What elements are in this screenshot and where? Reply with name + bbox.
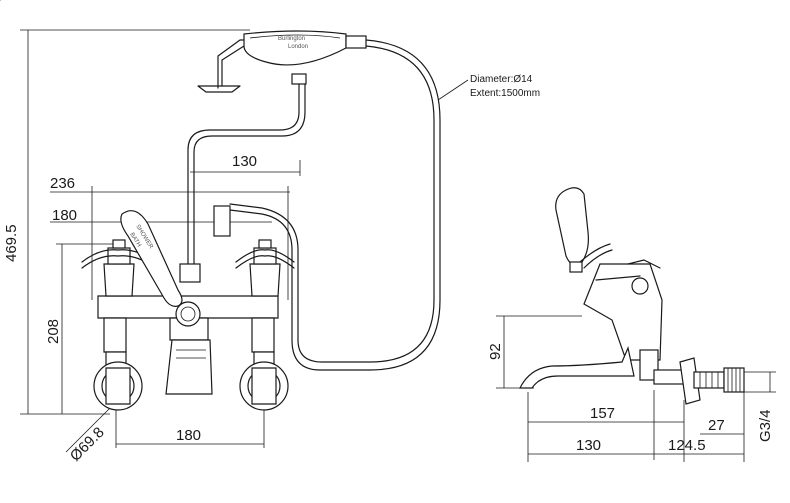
label-130-side: 130: [576, 437, 601, 454]
right-tap-handle: [235, 239, 295, 297]
dim-180-top: 180: [50, 207, 272, 224]
label-69-8: Ø69.8: [67, 424, 108, 465]
handset-hose: [187, 83, 300, 265]
right-wall-flange: [239, 351, 289, 411]
tap-body: [0, 0, 279, 395]
label-27: 27: [708, 417, 725, 434]
dim-124-5: 124.5: [654, 437, 744, 455]
label-236: 236: [50, 175, 75, 192]
side-view: [519, 187, 745, 405]
label-hose-extent: Extent:1500mm: [470, 88, 540, 99]
label-469-5: 469.5: [3, 224, 20, 262]
dim-157: 157: [527, 392, 685, 462]
dim-180-bottom: 180: [115, 400, 265, 448]
label-180-top: 180: [52, 207, 77, 224]
dim-g3-4: G3/4: [744, 371, 776, 442]
dim-208: 208: [45, 243, 118, 414]
left-wall-flange: [93, 351, 143, 411]
dim-236: 236: [50, 175, 290, 300]
flexible-hose: [229, 39, 441, 371]
label-157: 157: [590, 405, 615, 422]
label-g3-4: G3/4: [757, 409, 774, 442]
handset-city: London: [288, 44, 308, 50]
hose-callout: Diameter:Ø14 Extent:1500mm: [437, 74, 540, 101]
label-180-bottom: 180: [176, 427, 201, 444]
dim-469-5: 469.5: [3, 29, 250, 415]
dim-130-side: 130: [528, 390, 655, 460]
label-130-top: 130: [232, 153, 257, 170]
shower-handset: Burlington London: [197, 30, 367, 93]
dim-27: 27: [700, 392, 745, 462]
dim-69-8: Ø69.8: [65, 407, 111, 465]
label-92: 92: [487, 343, 504, 360]
dim-130: 130: [190, 153, 301, 176]
label-124-5: 124.5: [668, 437, 706, 454]
handset-brand: Burlington: [278, 36, 305, 42]
label-208: 208: [45, 319, 62, 344]
dim-92: 92: [487, 315, 582, 389]
label-hose-diameter: Diameter:Ø14: [470, 74, 533, 85]
diverter-lever: SHOWER BATH: [120, 210, 183, 307]
